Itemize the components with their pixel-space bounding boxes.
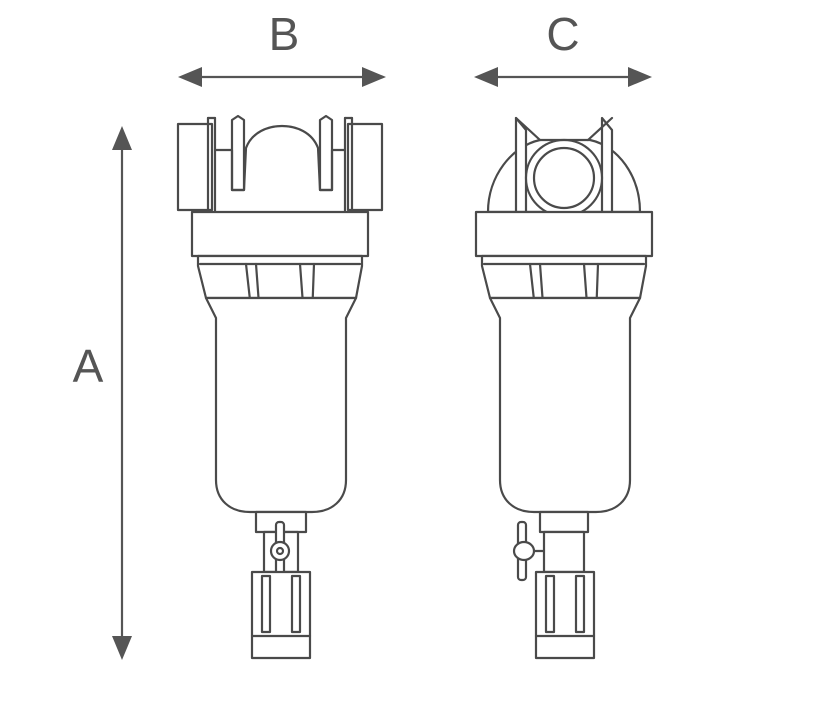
- side-head-collar: [474, 210, 654, 258]
- side-filter-bowl: [488, 296, 642, 514]
- filter-front-view: [176, 114, 384, 660]
- dimension-c-arrow-right: [628, 67, 652, 87]
- side-drain-stem: [542, 530, 586, 574]
- dimension-b-arrow-right: [362, 67, 386, 87]
- side-drain-fitting: [534, 570, 596, 660]
- side-bowl-band: [480, 254, 648, 300]
- side-valve-knob: [512, 540, 536, 562]
- side-port-outer: [524, 138, 604, 218]
- front-left-connector: [176, 122, 214, 212]
- front-head-collar: [190, 210, 370, 258]
- front-filter-bowl: [204, 296, 358, 514]
- front-right-connector: [346, 122, 384, 212]
- front-head-dome: [213, 124, 347, 192]
- dimension-a-label: A: [73, 340, 104, 392]
- dimension-b-arrow-left: [178, 67, 202, 87]
- dimension-c-arrow-left: [474, 67, 498, 87]
- dimension-a-arrow-bottom: [112, 636, 132, 660]
- filter-side-view: [474, 116, 654, 660]
- side-port-inner: [532, 146, 596, 210]
- dimension-c-label: C: [546, 8, 579, 60]
- dimension-b-label: B: [269, 8, 300, 60]
- dimension-a: A: [73, 126, 132, 660]
- side-drain-neck: [538, 510, 590, 534]
- front-valve-knob: [269, 540, 291, 562]
- front-drain-fitting: [250, 570, 312, 660]
- dimension-c: C: [474, 8, 652, 87]
- front-bowl-band: [196, 254, 364, 300]
- dimension-a-arrow-top: [112, 126, 132, 150]
- dimension-b: B: [178, 8, 386, 87]
